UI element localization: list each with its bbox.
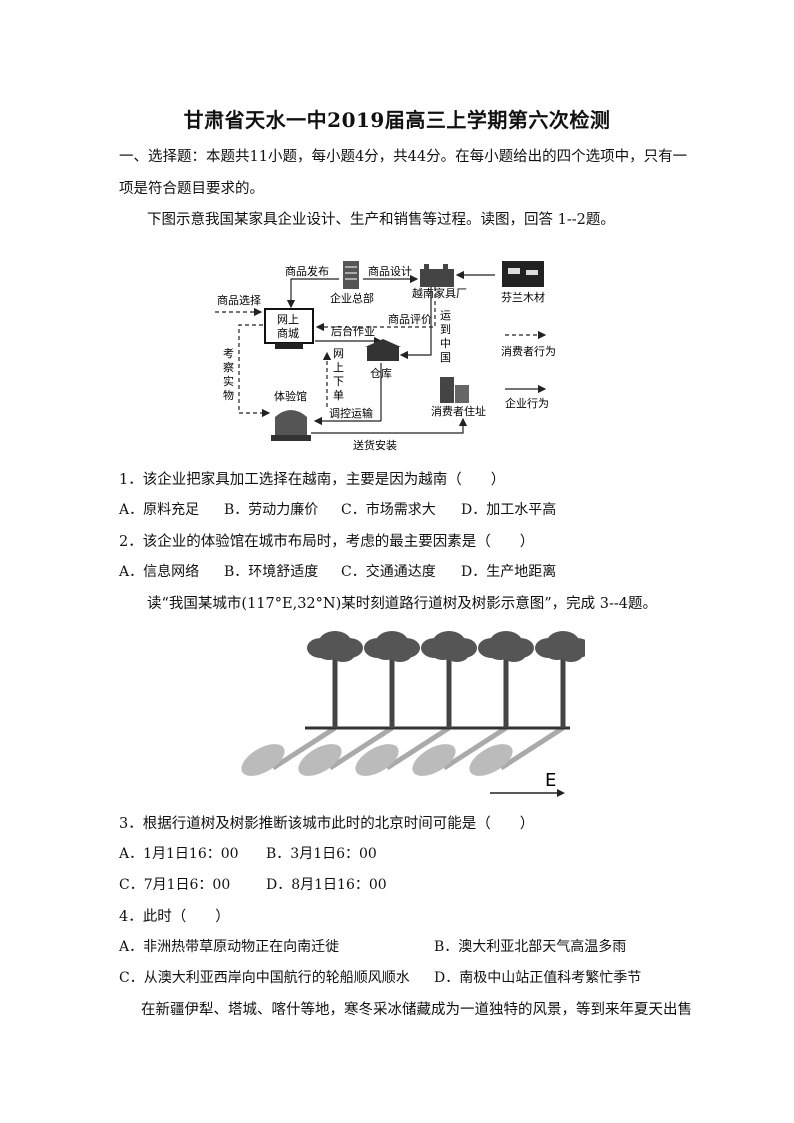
intro-next-section: 在新疆伊犁、塔城、喀什等地，寒冬采冰储藏成为一道独特的风景，等到来年夏天出售 [141, 1002, 692, 1018]
tree-shadow [355, 725, 451, 776]
q3-option-d[interactable]: D．8月1日16：00 [266, 877, 387, 893]
svg-text:物: 物 [223, 388, 234, 402]
question-3: 3．根据行道树及树影推断该城市此时的北京时间可能是（ ） [119, 816, 535, 832]
factory-icon [420, 264, 454, 287]
label-dispatch: 调控运输 [329, 406, 373, 420]
east-arrow-head-icon [557, 789, 565, 797]
question-1: 1．该企业把家具加工选择在越南，主要是因为越南（ ） [119, 472, 506, 488]
section-instructions-line2: 项是符合题目要求的。 [119, 181, 264, 197]
q3-option-b[interactable]: B．3月1日6：00 [266, 846, 377, 862]
section-instructions-line1: 一、选择题：本题共11小题，每小题4分，共44分。在每小题给出的四个选项中，只有… [119, 149, 688, 165]
tree-shadow [241, 725, 337, 776]
q4-option-b[interactable]: B．澳大利亚北部天气高温多雨 [434, 939, 627, 955]
svg-text:国: 国 [440, 351, 451, 364]
svg-text:网: 网 [333, 347, 344, 360]
label-online-mall-2: 商城 [277, 326, 299, 340]
q2-option-c[interactable]: C．交通通达度 [341, 564, 436, 580]
label-online-order: 网 上 下 单 [333, 347, 344, 402]
svg-text:下: 下 [333, 375, 344, 388]
street-trees-figure: E [241, 631, 585, 797]
furniture-flow-diagram: 商品发布 商品设计 企业总部 越南家具厂 芬兰木材 网上 商城 商品选择 商品评… [215, 261, 556, 452]
q4-option-a[interactable]: A．非洲热带草原动物正在向南迁徙 [119, 939, 340, 955]
q1-option-c[interactable]: C．市场需求大 [341, 502, 436, 518]
svg-text:实: 实 [223, 374, 234, 388]
label-inspect: 考 察 实 物 [223, 347, 234, 402]
q2-option-a[interactable]: A．信息网络 [119, 564, 200, 580]
label-backend: 后台作业 [331, 324, 375, 338]
hq-building-icon [343, 261, 359, 289]
showroom-icon [271, 410, 311, 441]
tree [421, 631, 477, 728]
consumer-home-icon [440, 377, 469, 403]
label-goods-review: 商品评价 [388, 312, 432, 326]
intro-q1-2: 下图示意我国某家具企业设计、生产和销售等过程。读图，回答 1--2题。 [147, 212, 615, 228]
tree [535, 631, 585, 728]
q3-option-c[interactable]: C．7月1日6：00 [119, 877, 231, 893]
label-hq: 企业总部 [330, 291, 374, 305]
label-goods-select: 商品选择 [217, 293, 261, 307]
label-deliver-install: 送货安装 [353, 438, 397, 452]
tree-shadow [469, 725, 565, 776]
legend-consumer-behavior: 消费者行为 [501, 344, 556, 358]
tree-shadow [412, 725, 508, 776]
svg-text:中: 中 [440, 337, 451, 350]
q3-option-a[interactable]: A．1月1日16：00 [119, 846, 239, 862]
legend-enterprise-behavior: 企业行为 [505, 396, 549, 410]
label-vn-factory: 越南家具厂 [412, 286, 467, 300]
svg-text:运: 运 [440, 309, 451, 322]
label-showroom: 体验馆 [274, 389, 307, 403]
tree [307, 631, 363, 728]
label-ship-to-china: 运 到 中 国 [440, 309, 451, 364]
intro-q3-4: 读“我国某城市(117°E,32°N)某时刻道路行道树及树影示意图”，完成 3-… [147, 596, 658, 612]
tree [364, 631, 420, 728]
computer-icon [264, 308, 314, 349]
label-consumer-home: 消费者住址 [431, 404, 486, 418]
direction-label-east: E [545, 770, 556, 791]
svg-text:察: 察 [223, 360, 234, 374]
q1-option-a[interactable]: A．原料充足 [119, 502, 200, 518]
warehouse-icon [365, 339, 401, 361]
label-goods-design: 商品设计 [368, 264, 412, 278]
label-online-mall-1: 网上 [277, 313, 299, 326]
tree-shadows [241, 725, 565, 776]
question-4: 4．此时（ ） [119, 909, 230, 925]
trees-group [307, 631, 585, 728]
svg-text:到: 到 [440, 323, 451, 336]
question-2: 2．该企业的体验馆在城市布局时，考虑的最主要因素是（ ） [119, 534, 535, 550]
wood-icon [502, 261, 544, 287]
q2-option-b[interactable]: B．环境舒适度 [224, 564, 319, 580]
svg-text:考: 考 [223, 347, 234, 360]
svg-text:上: 上 [333, 361, 344, 374]
tree-shadow [298, 725, 394, 776]
q2-option-d[interactable]: D．生产地距离 [461, 564, 557, 580]
q1-option-b[interactable]: B．劳动力廉价 [224, 502, 319, 518]
label-finnish-wood: 芬兰木材 [501, 290, 545, 304]
q1-option-d[interactable]: D．加工水平高 [461, 502, 557, 518]
page-title: 甘肃省天水一中2019届高三上学期第六次检测 [183, 108, 611, 132]
q4-option-d[interactable]: D．南极中山站正值科考繁忙季节 [434, 970, 642, 986]
label-goods-release: 商品发布 [285, 264, 329, 278]
q4-option-c[interactable]: C．从澳大利亚西岸向中国航行的轮船顺风顺水 [119, 970, 410, 986]
svg-text:单: 单 [333, 389, 344, 402]
tree [478, 631, 534, 728]
